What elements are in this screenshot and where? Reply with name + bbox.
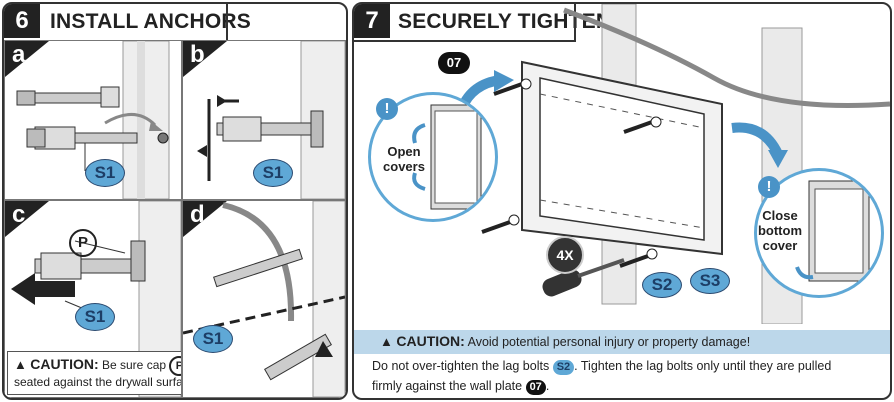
- anchor-drawing-b: [216, 110, 324, 148]
- warning-line1-before: Do not over-tighten the lag bolts: [372, 359, 550, 373]
- step-6-title: INSTALL ANCHORS: [50, 10, 251, 33]
- note-close-line3: cover: [762, 238, 798, 253]
- caution-box-step6: ▲ CAUTION: Be sure cap P is seated again…: [7, 351, 182, 395]
- warning-line1-after: . Tighten the lag bolts only until they …: [574, 359, 832, 373]
- step-7-header-rule-v: [574, 4, 576, 42]
- panel-a-illustration: [16, 41, 170, 199]
- caution-text-part1: Be sure cap: [102, 358, 167, 372]
- anchor-drawing-d2: [264, 333, 332, 381]
- info-icon-close: !: [758, 176, 780, 198]
- info-icon-open: !: [376, 98, 398, 120]
- note-close-line1: Close: [762, 208, 798, 223]
- part-badge-s1-b: S1: [253, 159, 293, 187]
- pull-arrow: [11, 273, 75, 305]
- step-7-number: 7: [354, 4, 390, 38]
- part-badge-s2: S2: [642, 272, 682, 298]
- step-7-illustration: [457, 4, 890, 324]
- step-6-number: 6: [4, 4, 40, 38]
- caution-bar-text: Avoid potential personal injury or prope…: [467, 335, 751, 349]
- panel-d-illustration: [183, 201, 345, 397]
- step-7-header-rule: [354, 40, 574, 42]
- caution-bar: ▲ CAUTION: Avoid potential personal inju…: [354, 330, 890, 354]
- warning-triangle-icon-7: ▲: [380, 334, 393, 349]
- panel-a: a S1: [4, 40, 182, 200]
- anchor-drawing-d1: [213, 248, 303, 288]
- panel-b: b S1: [182, 40, 346, 200]
- part-badge-s3: S3: [690, 268, 730, 294]
- wall-plate-badge: 07: [438, 52, 470, 74]
- caution-bar-heading: CAUTION:: [396, 333, 465, 349]
- warning-s2-badge: S2: [552, 360, 575, 375]
- step-6-header-rule: [226, 4, 228, 40]
- panel-d-letter: d: [190, 201, 205, 228]
- part-badge-s1-d: S1: [193, 325, 233, 353]
- wall-plate: [521, 60, 723, 256]
- cap-inline-badge: P: [169, 356, 181, 376]
- screwdriver: [542, 258, 625, 297]
- note-close-cover: Close bottom cover: [752, 208, 808, 253]
- lag-bolt-top-left: [493, 78, 532, 96]
- panel-c: c P S1 ▲ CAUTION: Be sure cap P is seate…: [4, 200, 182, 398]
- step-7-title: SECURELY TIGHTEN: [398, 10, 612, 33]
- part-badge-s1-c: S1: [75, 303, 115, 331]
- open-covers-drawing: [412, 104, 482, 210]
- panel-c-letter: c: [12, 201, 26, 228]
- anchor-toggle-drawing-a1: [16, 86, 120, 108]
- note-open-line1: Open: [387, 144, 421, 159]
- step-7-frame: 7 SECURELY TIGHTEN: [352, 2, 892, 400]
- caution-text-line2: seated against the drywall surface.: [14, 375, 182, 389]
- warning-line1: Do not over-tighten the lag bolts S2. Ti…: [372, 356, 882, 376]
- part-badge-s1-a: S1: [85, 159, 125, 187]
- warning-line2-after: .: [545, 379, 550, 393]
- panel-a-letter: a: [12, 41, 26, 68]
- anchor-drawing-c: [34, 240, 146, 282]
- panel-b-letter: b: [190, 41, 205, 68]
- warning-line2: firmly against the wall plate 07.: [372, 376, 882, 396]
- warning-text: Do not over-tighten the lag bolts S2. Ti…: [372, 356, 882, 396]
- caution-heading: CAUTION:: [30, 356, 99, 372]
- cap-callout: P: [69, 229, 97, 257]
- note-open-line2: covers: [383, 159, 425, 174]
- step-6-frame: 6 INSTALL ANCHORS a S1 b: [2, 2, 348, 400]
- lag-bolt-top-right: [623, 116, 662, 134]
- note-open-covers: Open covers: [376, 144, 432, 174]
- note-close-line2: bottom: [757, 223, 803, 238]
- quantity-badge: 4X: [546, 236, 584, 274]
- warning-triangle-icon: ▲: [14, 357, 27, 372]
- lag-bolt-bottom-left: [481, 214, 520, 234]
- panel-b-illustration: [197, 41, 345, 199]
- warning-plate-badge: 07: [525, 380, 546, 395]
- anchor-toggle-drawing-a2: [26, 126, 169, 150]
- warning-line2-before: firmly against the wall plate: [372, 379, 523, 393]
- lag-bolt-bottom-right: [619, 248, 658, 268]
- open-covers-magnifier: [368, 92, 498, 222]
- close-cover-drawing: [795, 180, 870, 282]
- panel-d: d S1: [182, 200, 346, 398]
